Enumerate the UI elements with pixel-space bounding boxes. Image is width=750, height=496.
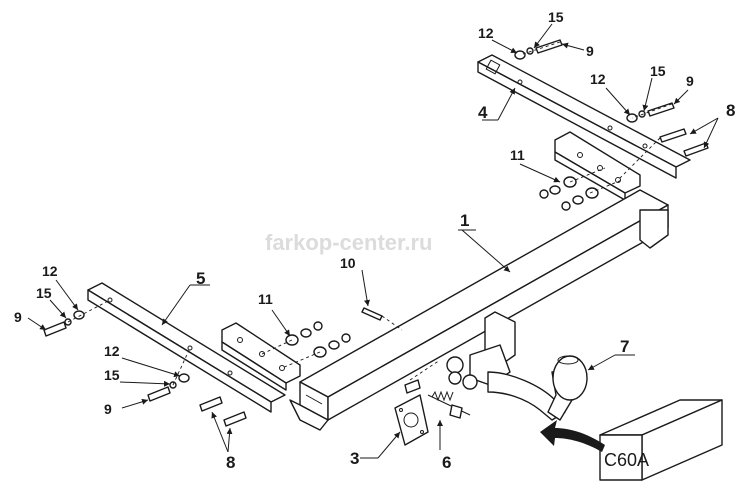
ball-mount-bracket [446,311,516,390]
main-crossbar [289,189,669,431]
callout-12-d: 12 [104,343,120,359]
callout-12-b: 12 [590,71,606,87]
callout-5: 5 [196,269,205,288]
callout-12-a: 12 [478,25,494,41]
tow-ball [487,355,588,421]
callout-15-b: 15 [650,63,666,79]
callout-9-b: 9 [686,73,694,89]
mounting-plate-left [87,282,286,413]
socket-plate [394,379,429,446]
callout-9-d: 9 [104,401,112,417]
callout-1: 1 [460,211,469,230]
callout-9-a: 9 [586,43,594,59]
product-box: C60A [599,399,723,481]
callout-9-c: 9 [14,309,22,325]
callout-15-c: 15 [36,285,52,301]
alignment-lines [67,41,673,386]
leader-lines [27,23,719,459]
callout-3: 3 [350,449,359,468]
callout-15-a: 15 [548,9,564,25]
product-code-label: C60A [604,450,649,470]
callout-4: 4 [478,103,488,122]
callout-labels: 1 3 4 5 6 7 8 8 9 9 9 9 10 11 11 12 12 1… [14,9,735,472]
callout-11-top: 11 [510,147,525,163]
fasteners [43,39,709,427]
side-bracket-left [221,322,301,391]
spring-bolt [427,390,471,419]
callout-8-top: 8 [726,101,735,120]
callout-10: 10 [340,255,356,271]
callout-12-c: 12 [42,263,58,279]
callout-7: 7 [620,337,629,356]
callout-11-bottom: 11 [258,291,273,307]
callout-6: 6 [442,453,451,472]
mounting-plate-right [477,54,691,179]
callout-15-d: 15 [104,367,120,383]
watermark-text: farkop-center.ru [265,230,433,255]
callout-8-bottom: 8 [226,453,235,472]
pointer-arrow [540,420,605,452]
